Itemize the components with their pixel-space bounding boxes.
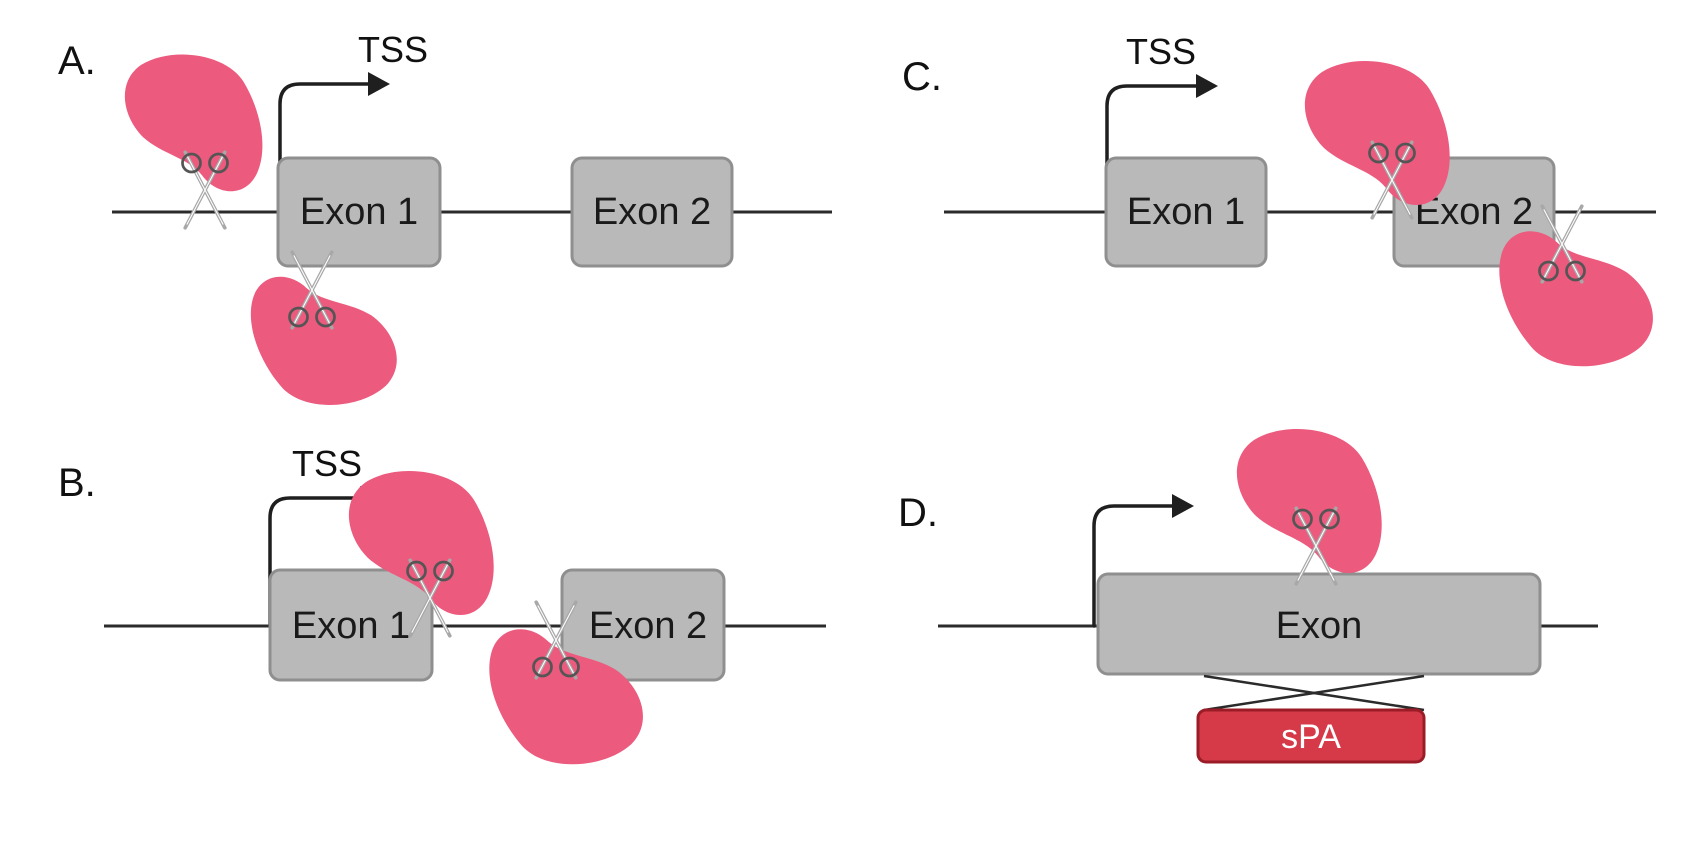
cas-enzyme-icon: [1236, 428, 1382, 573]
panel-label-a: A.: [58, 39, 96, 83]
exon-1-box-c: [1104, 156, 1268, 268]
exon-box-d: [1096, 572, 1542, 676]
exon-label-d: Exon: [1276, 605, 1363, 647]
exon-1-label-a: Exon 1: [300, 191, 418, 233]
spa-cassette: [1196, 708, 1426, 764]
tss-label-b: TSS: [292, 443, 362, 484]
cas-enzyme-icon: [1492, 212, 1660, 380]
panel-a: A. TSS Exon 1 Exon 2: [58, 29, 832, 418]
recombination-cross: [1203, 674, 1425, 712]
cas-enzyme-icon: [1304, 60, 1450, 205]
spa-label: sPA: [1281, 718, 1341, 756]
exon-1-label-b: Exon 1: [292, 605, 410, 647]
panel-label-c: C.: [902, 55, 942, 99]
exon-1-box-a: [276, 156, 442, 268]
tss-arrow-icon: [278, 72, 390, 214]
cas-enzyme-icon: [244, 258, 404, 418]
exon-2-box-a: [570, 156, 734, 268]
tss-label-a: TSS: [358, 29, 428, 70]
exon-1-label-c: Exon 1: [1127, 191, 1245, 233]
exon-2-label-a: Exon 2: [593, 191, 711, 233]
panel-d: D. Exon sPA: [898, 428, 1598, 764]
exon-1-box-b: [268, 568, 434, 682]
panel-c: C. TSS Exon 1 Exon 2: [902, 31, 1660, 380]
tss-label-c: TSS: [1126, 31, 1196, 72]
tss-arrow-icon: [1092, 494, 1194, 628]
panel-label-b: B.: [58, 461, 96, 505]
panel-b: B. TSS Exon 1 Exon 2: [58, 443, 826, 778]
tss-arrow-icon: [1105, 74, 1218, 214]
panel-label-d: D.: [898, 491, 938, 535]
exon-2-label-b: Exon 2: [589, 605, 707, 647]
